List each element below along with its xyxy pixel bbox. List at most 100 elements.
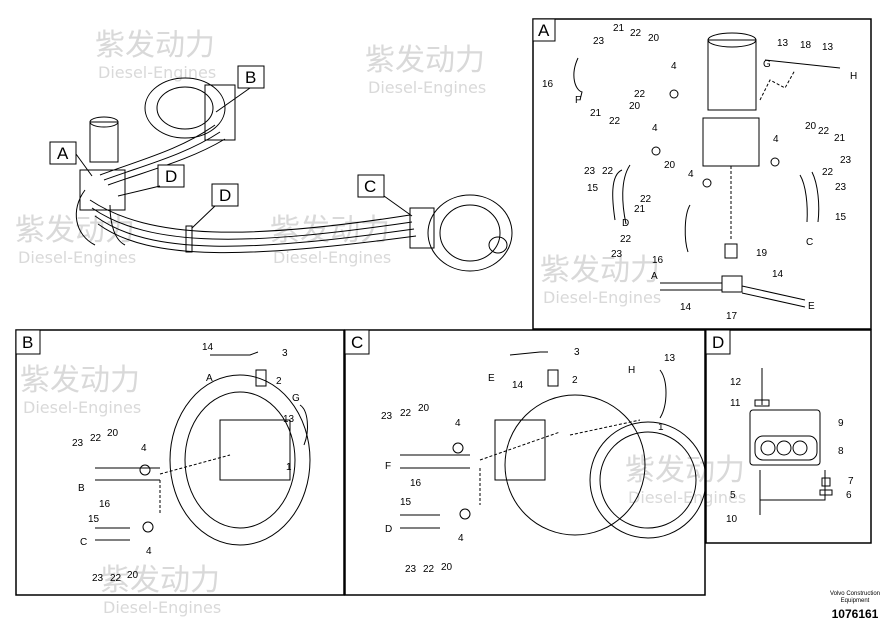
part-label: 4 bbox=[652, 123, 658, 134]
part-label: 22 bbox=[609, 116, 621, 127]
panel-c-frame bbox=[344, 329, 706, 596]
callout-box bbox=[237, 65, 265, 89]
panel-b-title: B bbox=[22, 333, 33, 352]
part-label: 13 bbox=[664, 353, 676, 364]
part-label: 20 bbox=[805, 121, 817, 132]
panel-d-title: D bbox=[712, 333, 724, 352]
fitting-2 bbox=[255, 369, 267, 387]
leader-line bbox=[117, 185, 161, 197]
watermark-cn: 紫发动力 bbox=[270, 213, 390, 248]
part-label: 13 bbox=[777, 38, 789, 49]
o-ring-4 bbox=[139, 464, 151, 476]
part-label: 16 bbox=[652, 255, 664, 266]
part-label: 21 bbox=[834, 133, 846, 144]
part-label: D bbox=[622, 218, 629, 229]
hose bbox=[97, 223, 417, 254]
part-label: 22 bbox=[634, 89, 646, 100]
part-label: C bbox=[80, 537, 87, 548]
front-drum-face bbox=[439, 204, 501, 262]
part-label: 23 bbox=[92, 573, 104, 584]
part-label: 15 bbox=[587, 183, 599, 194]
panel-a-frame bbox=[532, 18, 872, 330]
o-ring-4 bbox=[770, 157, 780, 167]
part-label: 11 bbox=[730, 398, 741, 409]
part-label: 5 bbox=[730, 490, 736, 501]
hose-14 bbox=[210, 351, 259, 356]
watermark-cn: 紫发动力 bbox=[365, 43, 485, 78]
panel-a: A 16 F 23 bbox=[532, 18, 872, 330]
hose-15 bbox=[799, 174, 808, 223]
watermark-en: Diesel-Engines bbox=[628, 488, 746, 507]
leader-line bbox=[215, 87, 251, 113]
watermark-cn: 紫发动力 bbox=[540, 253, 660, 288]
panel-d-tag bbox=[705, 329, 731, 355]
footer-credit: Volvo Construction Equipment 1076161 bbox=[830, 591, 880, 621]
part-label: A bbox=[651, 271, 658, 282]
rear-motor bbox=[204, 84, 236, 141]
part-label: 21 bbox=[634, 204, 646, 215]
watermark-cn: 紫发动力 bbox=[20, 363, 140, 398]
part-label: 20 bbox=[418, 403, 430, 414]
drawing-number: 1076161 bbox=[831, 607, 879, 621]
part-label: 18 bbox=[800, 40, 812, 51]
travel-motor-valve bbox=[219, 419, 291, 481]
travel-motor-flange bbox=[169, 374, 311, 546]
part-label: 1 bbox=[286, 462, 292, 473]
panel-b: B 14 3 A 2 13 G 1 23 22 20 bbox=[15, 329, 345, 596]
part-label: A bbox=[206, 373, 213, 384]
part-label: 20 bbox=[629, 101, 641, 112]
part-label: 17 bbox=[726, 311, 738, 322]
part-label: 22 bbox=[630, 28, 642, 39]
part-label: 14 bbox=[512, 380, 524, 391]
part-label: 4 bbox=[671, 61, 677, 72]
part-label: E bbox=[808, 301, 815, 312]
part-label: 7 bbox=[848, 476, 854, 487]
hose bbox=[89, 199, 411, 233]
part-label: 23 bbox=[72, 438, 84, 449]
watermark-cn: 紫发动力 bbox=[95, 28, 215, 63]
panel-b-labels: 14 3 A 2 13 G 1 23 22 20 4 B 16 15 C 4 2… bbox=[72, 342, 300, 584]
leader-line bbox=[191, 205, 216, 229]
leader-line bbox=[159, 454, 231, 475]
part-label: 23 bbox=[611, 249, 623, 260]
overview-assembly bbox=[75, 77, 513, 272]
part-label: 22 bbox=[822, 167, 834, 178]
fitting-2 bbox=[547, 369, 559, 387]
part-label: 14 bbox=[202, 342, 214, 353]
part-label: 4 bbox=[146, 546, 152, 557]
part-label: 20 bbox=[107, 428, 119, 439]
part-label: B bbox=[78, 483, 85, 494]
hose-clamp bbox=[185, 225, 193, 253]
watermark-en: Diesel-Engines bbox=[18, 248, 136, 267]
rear-drum-inner bbox=[156, 86, 214, 130]
part-label: 23 bbox=[835, 182, 847, 193]
leader-line bbox=[759, 69, 796, 101]
part-label: F bbox=[385, 461, 391, 472]
bracket-5 bbox=[759, 470, 826, 501]
callout-b: B bbox=[245, 68, 256, 87]
part-label: 1 bbox=[658, 422, 664, 433]
o-ring-4 bbox=[669, 89, 679, 99]
clamp-plate-9 bbox=[749, 409, 821, 466]
part-label: F bbox=[575, 95, 581, 106]
part-label: 13 bbox=[822, 42, 834, 53]
overview-callouts: B A D D C bbox=[49, 65, 413, 229]
watermark-cn: 紫发动力 bbox=[100, 563, 220, 598]
part-label: 10 bbox=[726, 514, 738, 525]
callout-d: D bbox=[165, 167, 177, 186]
part-label: C bbox=[806, 237, 813, 248]
part-label: 2 bbox=[572, 375, 578, 386]
valve-manifold bbox=[702, 117, 760, 167]
valve-cylinder-top bbox=[89, 116, 119, 128]
callout-box bbox=[357, 174, 385, 198]
part-label: 4 bbox=[458, 533, 464, 544]
part-label: E bbox=[488, 373, 495, 384]
valve-body-top bbox=[707, 32, 757, 48]
watermark-en: Diesel-Engines bbox=[368, 78, 486, 97]
part-label: 20 bbox=[441, 562, 453, 573]
valve-cylinder bbox=[89, 121, 119, 163]
callout-a: A bbox=[57, 144, 69, 163]
panel-d: D 12 11 9 8 7 5 6 10 bbox=[705, 329, 872, 544]
part-label: 16 bbox=[99, 499, 111, 510]
